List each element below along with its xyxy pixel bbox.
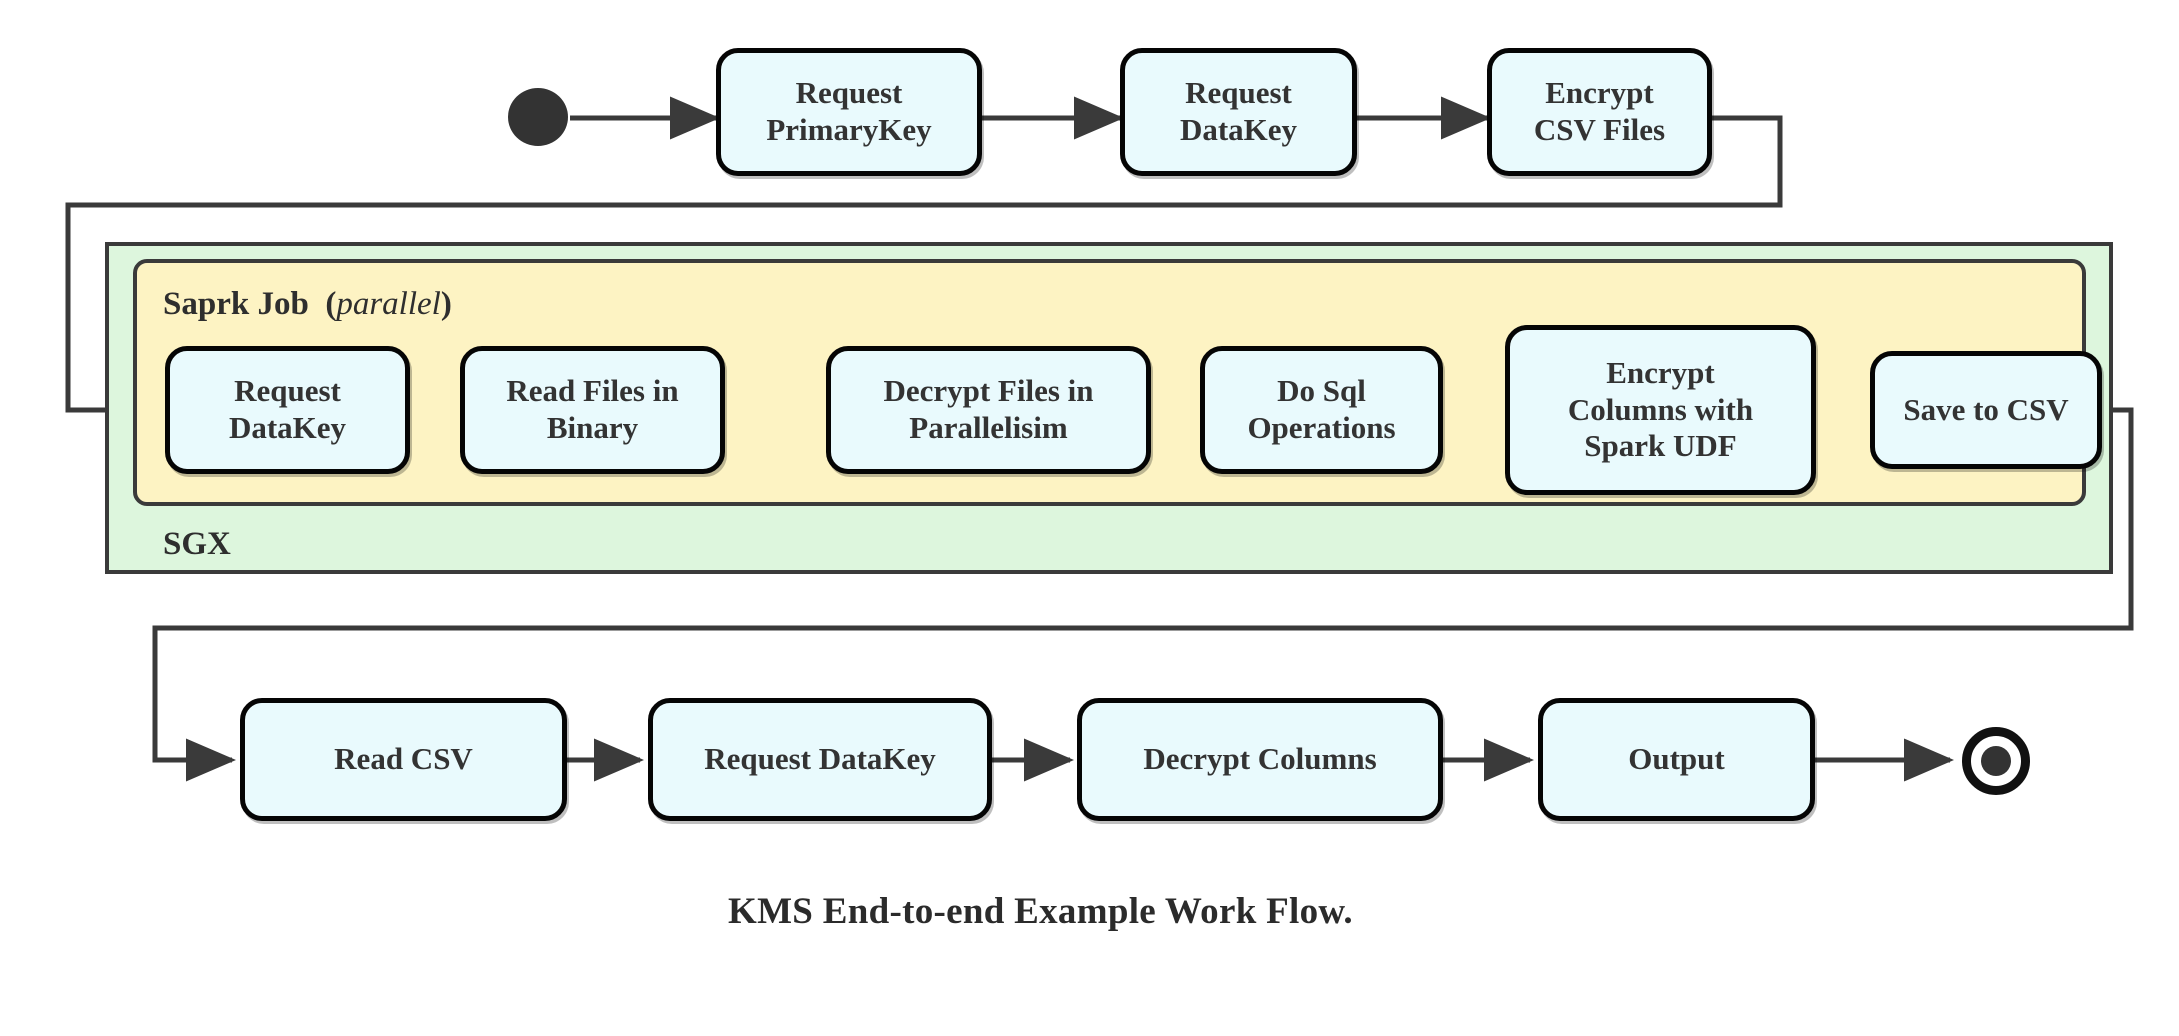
node-request-datakey-spark[interactable]: Request DataKey (165, 346, 410, 474)
node-do-sql-operations[interactable]: Do Sql Operations (1200, 346, 1443, 474)
node-line: Columns with (1567, 391, 1754, 427)
diagram-caption: KMS End-to-end Example Work Flow. (728, 891, 1353, 932)
container-spark-job-label: Saprk Job (parallel) (163, 288, 452, 321)
node-line: Binary (546, 410, 639, 445)
spark-job-paren-close: ) (440, 286, 452, 322)
node-line: Request (795, 75, 903, 111)
node-line: Encrypt (1606, 355, 1715, 391)
node-line: Save to CSV (1903, 391, 2069, 427)
node-line: Encrypt (1545, 75, 1654, 111)
node-line: Read CSV (334, 741, 473, 777)
node-line: CSV Files (1533, 112, 1666, 147)
node-line: Output (1628, 741, 1725, 777)
node-request-datakey-bottom[interactable]: Request DataKey (648, 698, 992, 821)
node-line: Request (234, 373, 341, 409)
node-line: PrimaryKey (766, 112, 932, 147)
node-line: Decrypt Files in (883, 373, 1094, 409)
node-decrypt-columns[interactable]: Decrypt Columns (1077, 698, 1443, 821)
start-node (508, 88, 568, 146)
node-read-csv[interactable]: Read CSV (240, 698, 567, 821)
node-line: DataKey (1179, 112, 1298, 147)
container-sgx-label: SGX (163, 526, 231, 562)
node-line: Parallelisim (909, 410, 1068, 445)
spark-job-paren-open: ( (325, 286, 337, 322)
node-line: Spark UDF (1584, 428, 1737, 464)
node-save-to-csv[interactable]: Save to CSV (1870, 351, 2102, 469)
node-line: Decrypt Columns (1143, 741, 1377, 777)
spark-job-qualifier: parallel (336, 286, 441, 322)
node-line: Request (1185, 75, 1292, 111)
end-node-core (1981, 746, 2011, 776)
node-line: Read Files in (506, 373, 679, 409)
node-read-files-in-binary[interactable]: Read Files in Binary (460, 346, 725, 474)
node-request-primarykey[interactable]: Request PrimaryKey (716, 48, 982, 176)
node-line: DataKey (228, 410, 347, 445)
node-encrypt-columns-with-spark-udf[interactable]: Encrypt Columns with Spark UDF (1505, 325, 1816, 495)
node-encrypt-csv-files[interactable]: Encrypt CSV Files (1487, 48, 1712, 176)
node-line: Request DataKey (704, 741, 936, 777)
node-line: Do Sql (1277, 373, 1366, 409)
node-decrypt-files-in-parallelisim[interactable]: Decrypt Files in Parallelisim (826, 346, 1151, 474)
spark-job-title: Saprk Job (163, 286, 309, 322)
node-line: Operations (1247, 410, 1396, 445)
node-output[interactable]: Output (1538, 698, 1815, 821)
node-request-datakey-top[interactable]: Request DataKey (1120, 48, 1357, 176)
